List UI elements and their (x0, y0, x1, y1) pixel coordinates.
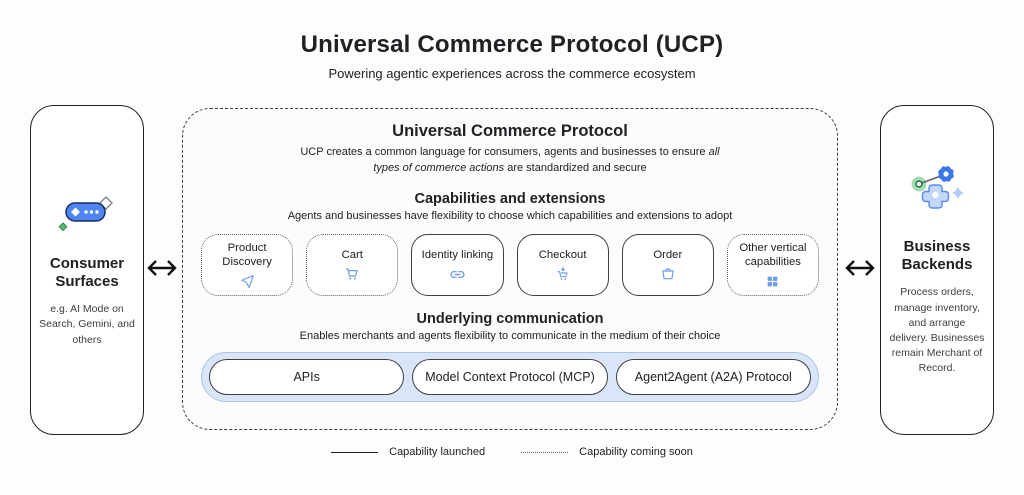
capability-card-order: Order (621, 234, 714, 297)
gear-integration-icon (906, 163, 968, 222)
consumer-surfaces-panel: Consumer Surfaces e.g. AI Mode on Search… (30, 105, 144, 435)
capability-label: Order (653, 248, 683, 261)
capabilities-section-subtitle: Agents and businesses have flexibility t… (287, 210, 733, 223)
capability-card-product-discovery: Product Discovery (201, 234, 294, 297)
ucp-description-prefix: UCP creates a common language for consum… (300, 146, 709, 158)
capabilities-row: Product Discovery Cart Identity linking … (201, 234, 820, 297)
order-box-icon (660, 266, 676, 283)
right-bidirectional-arrow (845, 260, 875, 276)
send-icon (240, 273, 255, 290)
legend-item-coming-soon: Capability coming soon (521, 446, 693, 458)
legend-coming-soon-label: Capability coming soon (579, 446, 693, 458)
ucp-panel-title: Universal Commerce Protocol (392, 122, 628, 140)
protocol-pill-apis: APIs (209, 359, 405, 396)
protocol-pill-mcp: Model Context Protocol (MCP) (412, 359, 608, 396)
page-title: Universal Commerce Protocol (UCP) (300, 31, 724, 58)
diagram-header: Universal Commerce Protocol (UCP) Poweri… (0, 31, 1024, 81)
capability-card-other-vertical: Other vertical capabilities (726, 234, 820, 297)
capability-label: Product Discovery (222, 241, 272, 268)
capability-label: Other vertical capabilities (739, 241, 807, 268)
legend-item-launched: Capability launched (331, 446, 485, 458)
page-subtitle: Powering agentic experiences across the … (328, 66, 696, 81)
legend: Capability launched Capability coming so… (0, 446, 1024, 458)
legend-launched-label: Capability launched (389, 446, 486, 458)
ucp-panel: Universal Commerce Protocol UCP creates … (182, 108, 838, 430)
ucp-description-italic: all types of commerce actions (373, 146, 720, 174)
capability-label: Identity linking (421, 248, 494, 261)
dotted-line-key-icon (521, 451, 569, 453)
grid-icon (766, 273, 779, 290)
communication-section-subtitle: Enables merchants and agents flexibility… (299, 330, 721, 343)
communication-section-title: Underlying communication (416, 311, 604, 328)
capability-label: Cart (341, 248, 363, 261)
capability-card-cart: Cart (306, 234, 399, 297)
solid-line-key-icon (331, 451, 379, 453)
checkout-cart-icon (555, 266, 571, 283)
communication-container: APIs Model Context Protocol (MCP) Agent2… (201, 352, 819, 403)
chat-pill-sparkle-icon (55, 192, 119, 239)
consumer-surfaces-description: e.g. AI Mode on Search, Gemini, and othe… (39, 303, 135, 346)
capability-card-checkout: Checkout (516, 234, 609, 297)
business-backends-description: Process orders, manage inventory, and ar… (889, 286, 985, 375)
capability-card-identity-linking: Identity linking (411, 234, 504, 297)
link-icon (449, 266, 466, 283)
business-backends-panel: Business Backends Process orders, manage… (880, 105, 994, 435)
cart-icon (344, 266, 360, 283)
ucp-description-suffix: are standardized and secure (504, 161, 647, 174)
consumer-surfaces-title: Consumer Surfaces (49, 255, 125, 291)
capability-label: Checkout (538, 248, 587, 261)
protocol-pill-a2a: Agent2Agent (A2A) Protocol (615, 359, 811, 396)
ucp-panel-description: UCP creates a common language for consum… (295, 145, 725, 176)
business-backends-title: Business Backends (901, 238, 973, 274)
left-bidirectional-arrow (147, 260, 177, 276)
capabilities-section-title: Capabilities and extensions (414, 191, 606, 208)
